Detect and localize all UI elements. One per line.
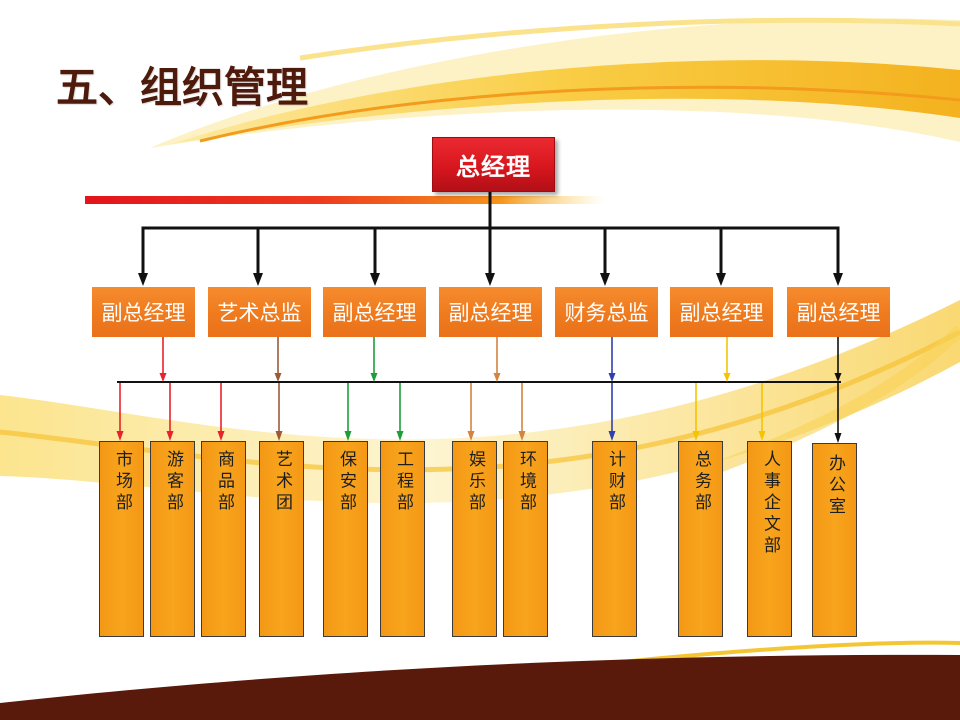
org-node-engineering-dept: 工程部 xyxy=(380,441,425,637)
org-node-label: 副总经理 xyxy=(101,301,186,325)
arrow-level2-to-bus-6-arrowhead xyxy=(723,373,731,382)
slide-title: 五、组织管理 xyxy=(56,63,309,112)
arrow-level2-to-bus-5-arrowhead xyxy=(608,373,616,382)
arrow-to-level3-12-arrowhead xyxy=(834,433,842,443)
org-node-label: 商品部 xyxy=(214,450,234,515)
arrow-to-level3-3-arrowhead xyxy=(217,431,225,441)
org-node-label: 艺术团 xyxy=(272,450,292,515)
arrow-to-level3-2-arrowhead xyxy=(166,431,174,441)
org-node-label: 总务部 xyxy=(691,450,711,515)
org-node-deputy-gm-3: 副总经理 xyxy=(439,287,542,337)
org-node-environment-dept: 环境部 xyxy=(503,441,548,637)
org-node-finance-accounting-dept: 计财部 xyxy=(592,441,637,637)
arrow-to-level3-11-arrowhead xyxy=(758,431,766,441)
org-node-art-director: 艺术总监 xyxy=(208,287,311,337)
org-node-deputy-gm-2: 副总经理 xyxy=(323,287,426,337)
arrow-level2-to-bus-3-arrowhead xyxy=(370,373,378,382)
arrow-to-level2-7-arrowhead xyxy=(833,273,843,286)
org-node-label: 游客部 xyxy=(163,450,183,515)
org-node-label: 总经理 xyxy=(456,153,531,181)
arrow-level2-to-bus-7-arrowhead xyxy=(834,373,842,382)
org-node-label: 保安部 xyxy=(336,450,356,515)
arrow-to-level2-6-arrowhead xyxy=(716,273,726,286)
arrow-level2-to-bus-1-arrowhead xyxy=(159,373,167,382)
org-node-label: 副总经理 xyxy=(679,301,764,325)
org-node-label: 艺术总监 xyxy=(217,301,302,325)
arrow-to-level3-10-arrowhead xyxy=(692,431,700,441)
org-node-label: 副总经理 xyxy=(796,301,881,325)
arrow-to-level3-7-arrowhead xyxy=(467,431,475,441)
org-node-art-troupe: 艺术团 xyxy=(259,441,304,637)
arrow-to-level3-5-arrowhead xyxy=(344,431,352,441)
arrow-to-level2-5-arrowhead xyxy=(600,273,610,286)
org-node-office: 办公室 xyxy=(812,443,857,637)
top-swoosh-gold xyxy=(172,60,960,144)
org-node-label: 副总经理 xyxy=(332,301,417,325)
arrow-to-level3-9-arrowhead xyxy=(608,431,616,441)
org-node-merchandise-dept: 商品部 xyxy=(201,441,246,637)
org-node-general-affairs-dept: 总务部 xyxy=(678,441,723,637)
arrow-to-level2-2-arrowhead xyxy=(253,273,263,286)
org-node-deputy-gm-4: 副总经理 xyxy=(670,287,773,337)
bottom-yellow-stroke xyxy=(599,640,960,666)
org-node-label: 副总经理 xyxy=(448,301,533,325)
org-node-label: 计财部 xyxy=(605,450,625,515)
org-node-security-dept: 保安部 xyxy=(323,441,368,637)
org-node-entertainment-dept: 娱乐部 xyxy=(452,441,497,637)
top-swoosh-orange-stroke xyxy=(199,85,960,143)
title-divider-bar xyxy=(85,196,605,204)
org-node-label: 娱乐部 xyxy=(465,450,485,515)
bottom-wave xyxy=(0,654,960,720)
org-node-label: 办公室 xyxy=(825,454,845,519)
org-node-deputy-gm-1: 副总经理 xyxy=(92,287,195,337)
arrow-to-level3-1-arrowhead xyxy=(116,431,124,441)
org-node-label: 市场部 xyxy=(112,450,132,515)
arrow-level2-to-bus-2-arrowhead xyxy=(274,373,282,382)
arrow-level2-to-bus-4-arrowhead xyxy=(493,373,501,382)
org-node-label: 工程部 xyxy=(393,450,413,515)
arrow-to-level2-4-arrowhead xyxy=(485,273,495,286)
top-swoosh-light-stroke xyxy=(299,17,960,61)
org-node-label: 财务总监 xyxy=(564,301,649,325)
org-node-deputy-gm-5: 副总经理 xyxy=(787,287,890,337)
org-node-hr-culture-dept: 人事企文部 xyxy=(747,441,792,637)
org-node-label: 人事企文部 xyxy=(760,450,780,558)
arrow-to-level3-4-arrowhead xyxy=(275,431,283,441)
org-node-marketing-dept: 市场部 xyxy=(99,441,144,637)
arrow-to-level3-6-arrowhead xyxy=(396,431,404,441)
right-swoosh xyxy=(687,325,960,484)
org-node-label: 环境部 xyxy=(516,450,536,515)
arrow-to-level3-8-arrowhead xyxy=(518,431,526,441)
org-node-visitor-dept: 游客部 xyxy=(150,441,195,637)
arrow-to-level2-3-arrowhead xyxy=(370,273,380,286)
org-node-general-manager: 总经理 xyxy=(432,137,555,192)
org-node-finance-director: 财务总监 xyxy=(555,287,658,337)
arrow-to-level2-1-arrowhead xyxy=(138,273,148,286)
